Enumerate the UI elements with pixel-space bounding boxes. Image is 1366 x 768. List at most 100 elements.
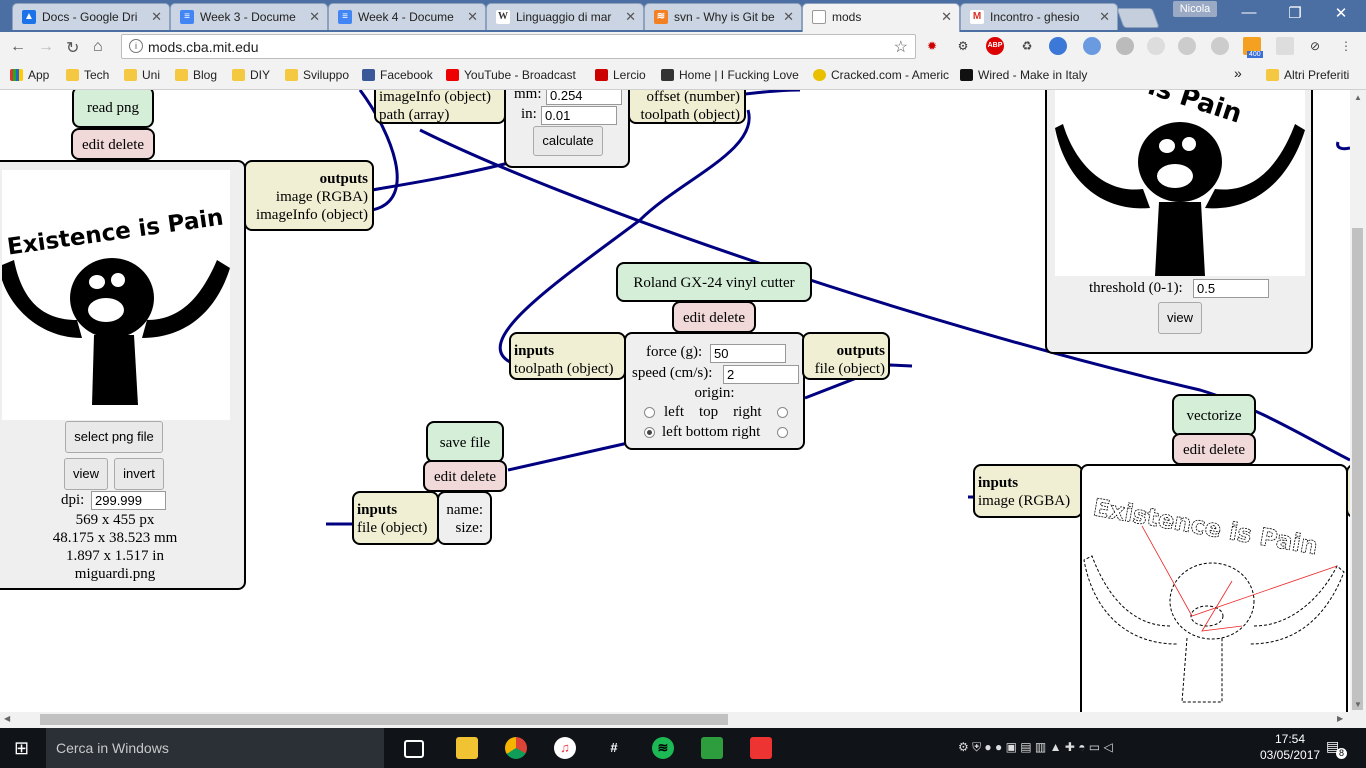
view-button[interactable]: view xyxy=(1158,302,1202,334)
adblock-icon[interactable]: ABP xyxy=(986,37,1004,55)
calculate-button[interactable]: calculate xyxy=(533,126,603,156)
threshold-input[interactable]: 0.5 xyxy=(1193,279,1269,298)
menu-icon[interactable]: ⋮ xyxy=(1340,39,1352,53)
scroll-left-icon[interactable]: ◀ xyxy=(4,714,11,723)
scroll-right-icon[interactable]: ▶ xyxy=(1337,714,1344,723)
close-icon[interactable]: ✕ xyxy=(941,9,952,24)
bookmark-item[interactable]: App xyxy=(10,68,49,82)
notifications-icon[interactable]: ▤ xyxy=(1326,738,1340,754)
block-icon[interactable]: ⊘ xyxy=(1309,39,1321,53)
tab-week-4[interactable]: ≡ Week 4 - Docume ✕ xyxy=(328,3,486,30)
edit-delete-button[interactable]: edit delete xyxy=(423,460,507,492)
spotify-icon[interactable]: ≋ xyxy=(652,737,674,759)
vertical-scroll-thumb[interactable] xyxy=(1352,228,1363,710)
read-png-title[interactable]: read png xyxy=(72,90,154,128)
extension-icon[interactable] xyxy=(1211,37,1229,55)
origin-bottom-left-radio[interactable] xyxy=(644,427,655,438)
close-icon[interactable]: ✕ xyxy=(1099,9,1110,24)
edit-delete-button[interactable]: edit delete xyxy=(71,128,155,160)
rss-icon[interactable] xyxy=(1243,37,1261,55)
close-window-icon[interactable]: ✕ xyxy=(1334,5,1348,22)
extension-icon[interactable]: ✹ xyxy=(926,39,938,53)
output-port[interactable]: offset (number) xyxy=(646,90,740,105)
extension-icon[interactable] xyxy=(1049,37,1067,55)
tab-stackoverflow[interactable]: ≋ svn - Why is Git be ✕ xyxy=(644,3,802,30)
bookmarks-overflow-button[interactable]: » xyxy=(1234,65,1242,81)
reload-icon[interactable]: ↻ xyxy=(66,40,80,57)
bookmark-item[interactable]: Home | I Fucking Love xyxy=(661,68,799,82)
select-png-button[interactable]: select png file xyxy=(65,421,163,453)
close-icon[interactable]: ✕ xyxy=(625,9,636,24)
address-bar[interactable]: i mods.cba.mit.edu ☆ xyxy=(121,34,916,59)
bookmark-item[interactable]: Facebook xyxy=(362,68,433,82)
extension-icon[interactable] xyxy=(1276,37,1294,55)
globe-icon[interactable] xyxy=(1083,37,1101,55)
origin-top-left-radio[interactable] xyxy=(644,407,655,418)
input-port[interactable]: file (object) xyxy=(357,520,428,536)
task-view-icon[interactable] xyxy=(404,740,424,758)
close-icon[interactable]: ✕ xyxy=(783,9,794,24)
view-button[interactable]: view xyxy=(64,458,108,490)
bookmark-item[interactable]: Tech xyxy=(66,68,109,82)
close-icon[interactable]: ✕ xyxy=(467,9,478,24)
file-explorer-icon[interactable] xyxy=(456,737,478,759)
back-icon[interactable]: ← xyxy=(10,38,26,55)
tab-wikipedia[interactable]: W Linguaggio di mar ✕ xyxy=(486,3,644,30)
input-port[interactable]: image (RGBA) xyxy=(978,493,1071,509)
force-input[interactable]: 50 xyxy=(710,344,786,363)
gear-icon[interactable]: ⚙ xyxy=(957,39,969,53)
output-port[interactable]: toolpath (object) xyxy=(640,107,740,123)
bookmark-item[interactable]: Wired - Make in Italy xyxy=(960,68,1087,82)
scroll-down-icon[interactable]: ▼ xyxy=(1354,700,1362,709)
bookmark-item[interactable]: DIY xyxy=(232,68,270,82)
mm-input[interactable]: 0.254 xyxy=(546,90,622,105)
save-file-title[interactable]: save file xyxy=(426,421,504,463)
tab-gmail[interactable]: M Incontro - ghesio ✕ xyxy=(960,3,1118,30)
output-port[interactable]: image (RGBA) xyxy=(275,189,368,205)
mods-canvas[interactable]: read png edit delete outputs image (RGBA… xyxy=(0,90,1350,712)
horizontal-scroll-thumb[interactable] xyxy=(40,714,728,725)
restore-icon[interactable]: ❐ xyxy=(1288,5,1302,22)
slack-icon[interactable]: # xyxy=(610,740,618,755)
edit-delete-button[interactable]: edit delete xyxy=(1172,433,1256,465)
close-icon[interactable]: ✕ xyxy=(151,9,162,24)
bookmark-star-icon[interactable]: ☆ xyxy=(893,39,908,56)
tray-icons[interactable]: ⚙ ⛨ ● ● ▣ ▤ ▥ ▲ ✚ ◓ ▭ ◁ xyxy=(958,740,1113,754)
input-port[interactable]: path (array) xyxy=(379,107,450,123)
in-input[interactable]: 0.01 xyxy=(541,106,617,125)
invert-button[interactable]: invert xyxy=(114,458,164,490)
input-port[interactable]: imageInfo (object) xyxy=(379,90,492,105)
windows-start-icon[interactable]: ⊞ xyxy=(14,738,30,758)
bookmark-item[interactable]: Lercio xyxy=(595,68,646,82)
scroll-up-icon[interactable]: ▲ xyxy=(1354,93,1362,102)
forward-icon[interactable]: → xyxy=(38,38,54,55)
output-port[interactable]: file (object) xyxy=(814,361,885,377)
origin-top-right-radio[interactable] xyxy=(777,407,788,418)
extension-icon[interactable] xyxy=(1147,37,1165,55)
speed-input[interactable]: 2 xyxy=(723,365,799,384)
home-icon[interactable]: ⌂ xyxy=(93,38,103,55)
input-port[interactable]: toolpath (object) xyxy=(514,361,614,377)
tab-google-drive[interactable]: ▲ Docs - Google Dri ✕ xyxy=(12,3,170,30)
roland-title[interactable]: Roland GX-24 vinyl cutter xyxy=(616,262,812,302)
bookmark-item[interactable]: Uni xyxy=(124,68,160,82)
bookmark-item[interactable]: YouTube - Broadcast xyxy=(446,68,576,82)
dpi-input[interactable]: 299.999 xyxy=(91,491,166,510)
bookmark-item[interactable]: Altri Preferiti xyxy=(1266,68,1349,82)
profile-button[interactable]: Nicola xyxy=(1173,1,1217,17)
inkscape-icon[interactable] xyxy=(701,737,723,759)
windows-search-box[interactable]: Cerca in Windows xyxy=(46,728,384,768)
bookmark-item[interactable]: Cracked.com - Americ xyxy=(813,68,949,82)
close-icon[interactable]: ✕ xyxy=(309,9,320,24)
bookmark-item[interactable]: Blog xyxy=(175,68,217,82)
app-icon[interactable] xyxy=(750,737,772,759)
itunes-icon[interactable]: ♫ xyxy=(554,737,576,759)
output-port[interactable]: imageInfo (object) xyxy=(255,207,368,223)
tab-mods[interactable]: mods ✕ xyxy=(802,3,960,32)
clock[interactable]: 17:54 03/05/2017 xyxy=(1260,731,1320,763)
new-tab-button[interactable] xyxy=(1116,8,1160,28)
extension-icon[interactable] xyxy=(1116,37,1134,55)
bookmark-item[interactable]: Sviluppo xyxy=(285,68,349,82)
extension-icon[interactable] xyxy=(1178,37,1196,55)
minimize-icon[interactable]: — xyxy=(1241,4,1257,21)
